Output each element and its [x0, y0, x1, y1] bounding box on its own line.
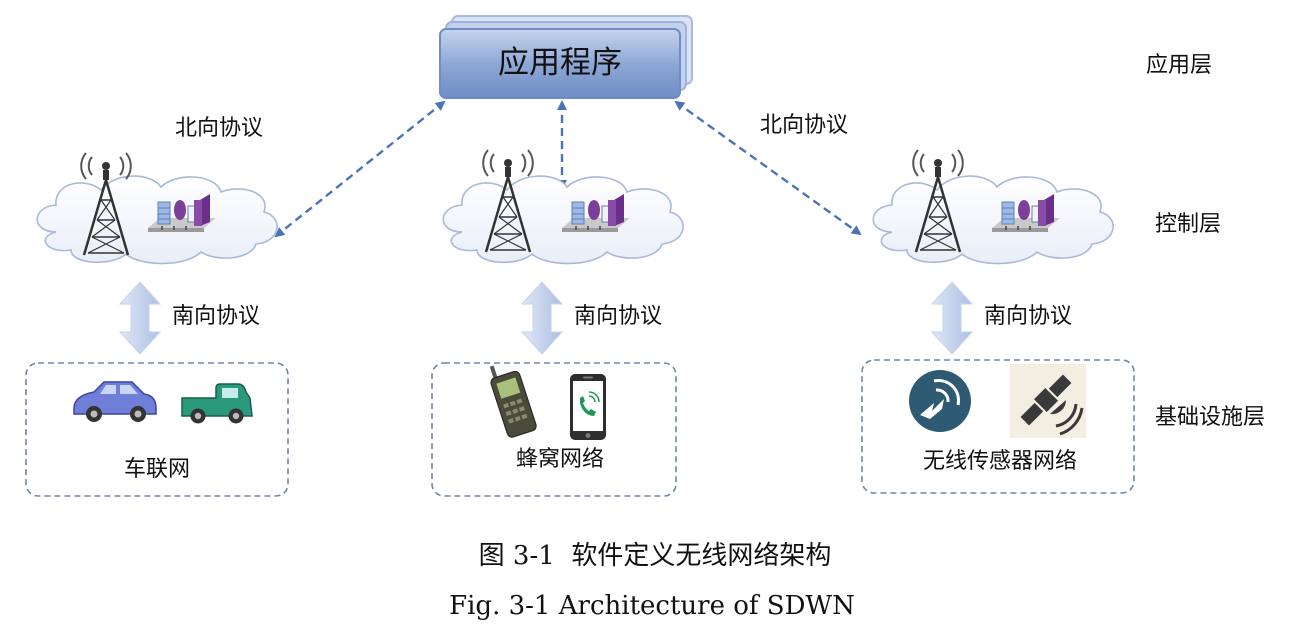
smartphone-icon: [570, 374, 606, 440]
south-protocol-label-center: 南向协议: [574, 304, 662, 329]
controller-cloud-center: [442, 175, 684, 265]
vehicle-network-box: [25, 362, 289, 497]
controller-cloud-left: [36, 175, 278, 265]
truck-icon: [181, 383, 253, 424]
sensor-network-label: 无线传感器网络: [923, 449, 1077, 474]
car-icon: [73, 381, 157, 422]
north-arrow-left: [274, 100, 446, 238]
figure-caption-cn: 图 3-1 软件定义无线网络架构: [479, 541, 832, 571]
layer-label-application: 应用层: [1146, 53, 1212, 78]
controller-cloud-right: [872, 175, 1114, 265]
south-arrow-left: [119, 281, 161, 355]
application-box-label: 应用程序: [498, 45, 622, 81]
north-protocol-label-left: 北向协议: [175, 116, 263, 141]
south-arrow-right: [931, 281, 973, 355]
vehicle-network-label: 车联网: [124, 457, 190, 482]
figure-caption-en: Fig. 3-1 Architecture of SDWN: [449, 591, 855, 621]
wireless-signal-icon: [909, 370, 971, 432]
application-box: 应用程序: [439, 15, 693, 99]
layer-label-control: 控制层: [1155, 212, 1221, 237]
south-protocol-label-left: 南向协议: [172, 304, 260, 329]
south-protocol-label-right: 南向协议: [984, 304, 1072, 329]
cellular-network-label: 蜂窝网络: [516, 447, 604, 472]
sensor-network-box: [861, 359, 1135, 494]
feature-phone-icon: [489, 365, 537, 438]
south-arrow-center: [521, 281, 563, 355]
cellular-network-box: [431, 362, 677, 497]
north-protocol-label-right: 北向协议: [760, 113, 848, 138]
north-arrow-right: [674, 100, 862, 236]
satellite-icon: [1010, 364, 1086, 438]
layer-label-infrastructure: 基础设施层: [1155, 405, 1265, 430]
